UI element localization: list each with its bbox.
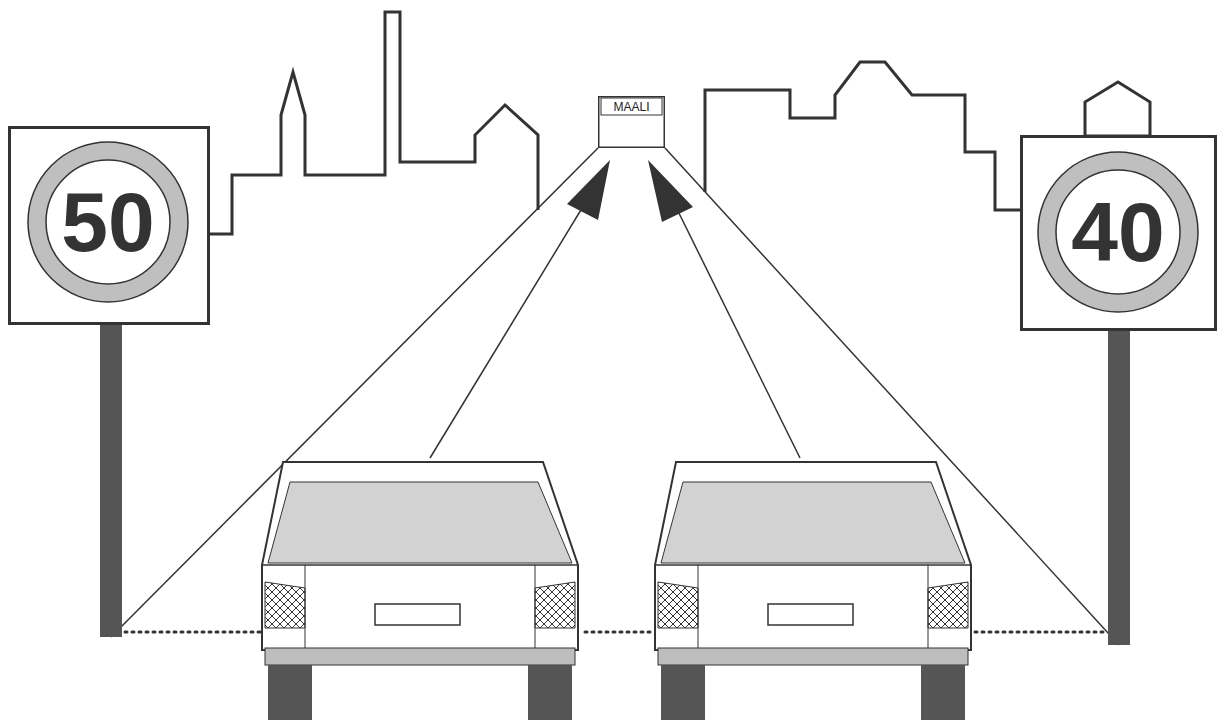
target-label: MAALI <box>598 96 665 113</box>
skyline-right <box>705 62 1025 210</box>
dotted-ground-line <box>975 631 1106 634</box>
sign-pole <box>100 315 122 637</box>
sign-plate <box>10 128 209 324</box>
sight-line <box>430 195 590 458</box>
speed-ring <box>28 142 188 302</box>
arrowhead <box>648 160 693 222</box>
sign-plate <box>1022 137 1216 330</box>
dotted-ground-line <box>125 631 262 634</box>
skyline-left <box>205 12 538 234</box>
arrowhead <box>567 160 610 220</box>
speed-limit-sign: 50 <box>8 126 210 637</box>
car-left <box>262 462 578 720</box>
speed-limit-sign: 40 <box>1020 80 1217 645</box>
target-box-frame <box>599 97 665 148</box>
speed-limit-number: 50 <box>28 172 188 272</box>
target-box: MAALI <box>598 96 665 148</box>
sight-line <box>670 195 800 458</box>
car-right <box>655 462 971 720</box>
speed-ring <box>1038 152 1198 312</box>
sign-pole <box>1108 320 1130 645</box>
speed-limit-number: 40 <box>1038 182 1198 282</box>
sign-top-roof <box>1085 82 1150 136</box>
dotted-ground-line <box>585 631 652 634</box>
sign-outline <box>1020 80 1217 645</box>
